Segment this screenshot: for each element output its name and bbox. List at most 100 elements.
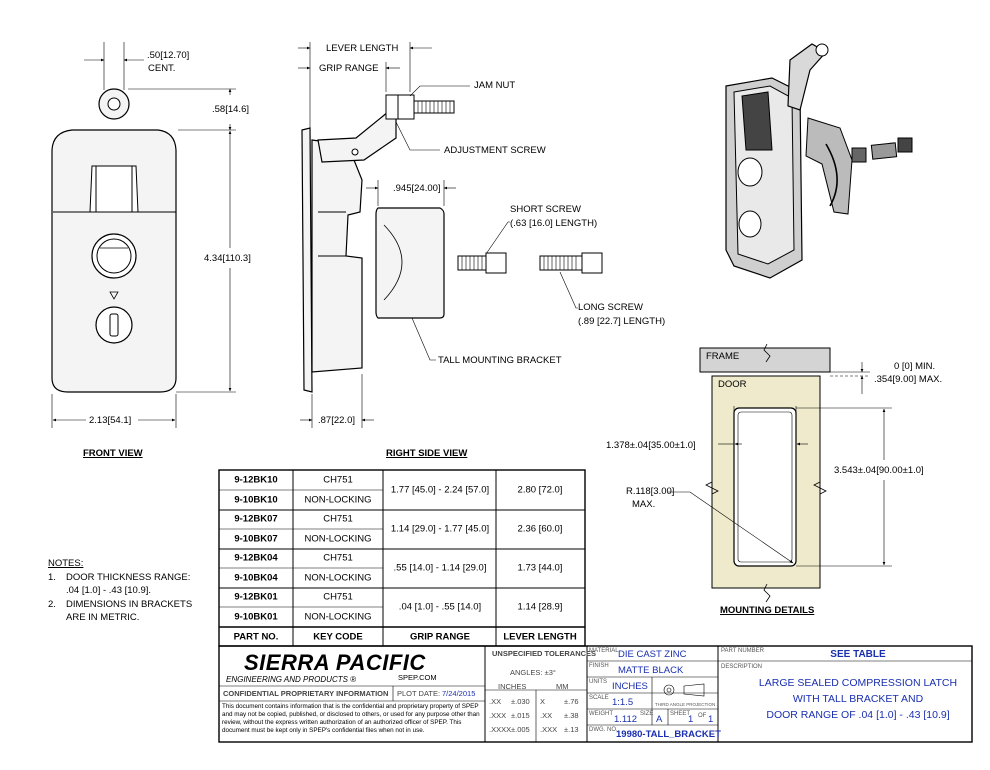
dim-value: 2.13 xyxy=(89,415,108,426)
table-key-cell: CH751 xyxy=(323,474,353,486)
tol-mm-format: X xyxy=(540,697,546,706)
note-2-number: 2. xyxy=(48,599,56,610)
registered-icon: ® xyxy=(350,675,357,684)
tol-mm-format: .XX xyxy=(540,711,553,720)
dim-metric: 110.3 xyxy=(225,253,249,264)
size-label: SIZE xyxy=(640,711,654,717)
note-2-line-2: ARE IN METRIC. xyxy=(66,612,140,623)
dim-metric: 3.00 xyxy=(653,486,672,497)
bracket-close: ] xyxy=(246,104,249,115)
side-depth-dim: .87[22.0] xyxy=(318,416,355,426)
table-header-key: KEY CODE xyxy=(313,631,363,643)
finish-value: MATTE BLACK xyxy=(618,665,684,676)
table-key-cell: CH751 xyxy=(323,513,353,525)
dim-value: .50 xyxy=(147,50,161,61)
table-header-grip: GRIP RANGE xyxy=(409,631,471,643)
dim-metric: 35.00±1.0 xyxy=(650,440,694,451)
tol-in-format: .XXX xyxy=(489,711,507,720)
tolerance-title: UNSPECIFIED TOLERANCES xyxy=(492,649,597,658)
grip-range-label: GRIP RANGE xyxy=(319,63,379,74)
bracket-close: ] xyxy=(693,440,696,451)
company-website: SPEP.COM xyxy=(398,673,437,682)
dim-metric: 12.70 xyxy=(162,50,187,61)
projection-label: THIRD ANGLE PROJECTION xyxy=(655,702,716,707)
table-key-cell: NON-LOCKING xyxy=(304,533,372,545)
front-center-word: CENT. xyxy=(148,63,176,74)
table-key-cell: CH751 xyxy=(323,591,353,603)
dim-metric: 22.0 xyxy=(333,415,353,426)
table-part-cell: 9-12BK10 xyxy=(234,474,278,486)
tol-mm-value: ±.13 xyxy=(564,725,579,734)
dim-metric: 14.6 xyxy=(227,104,247,115)
table-key-cell: NON-LOCKING xyxy=(304,494,372,506)
table-grip-cell: 1.14 [29.0] - 1.77 [45.0] xyxy=(390,523,490,535)
angles-tolerance: ANGLES: ±3° xyxy=(510,668,556,677)
tol-mm-value: ±.76 xyxy=(564,697,579,706)
long-screw-length: (.89 [22.7] LENGTH) xyxy=(578,316,666,327)
corner-radius-dim: R.118[3.00] xyxy=(626,487,674,497)
table-lever-cell: 1.14 [28.9] xyxy=(517,601,563,613)
material-label: MATERIAL xyxy=(589,648,619,654)
front-view-title: FRONT VIEW xyxy=(83,448,143,459)
partnum-value: SEE TABLE xyxy=(830,649,886,660)
short-screw-label: SHORT SCREW xyxy=(510,204,581,215)
plot-date-value: 7/24/2015 xyxy=(442,689,476,698)
bracket-open: [ xyxy=(892,374,896,385)
bracket-open: [ xyxy=(411,183,415,194)
bracket-close: ] xyxy=(437,183,441,194)
scale-label: SCALE xyxy=(589,695,609,701)
table-key-cell: CH751 xyxy=(323,552,353,564)
confidential-disclaimer: This document contains information that … xyxy=(222,703,480,734)
table-key-cell: NON-LOCKING xyxy=(304,572,372,584)
company-subtitle-text: ENGINEERING AND PRODUCTS xyxy=(226,675,348,684)
dim-value: .87 xyxy=(318,415,332,426)
mm-header: MM xyxy=(556,682,569,691)
dim-metric: 9.00 xyxy=(895,374,914,385)
long-screw-label: LONG SCREW xyxy=(578,302,643,313)
description-line-3: DOOR RANGE OF .04 [1.0] - .43 [10.9] xyxy=(766,709,950,721)
dim-metric: 24.00 xyxy=(414,183,438,194)
part-table-grid xyxy=(218,469,586,647)
company-logo: SIERRA PACIFIC xyxy=(244,650,426,675)
inches-header: INCHES xyxy=(498,682,527,691)
table-lever-cell: 2.80 [72.0] xyxy=(517,484,563,496)
dwg-number: 19980-TALL_BRACKET xyxy=(616,729,721,740)
front-view-drawing xyxy=(51,42,236,428)
note-1-line-1: DOOR THICKNESS RANGE: xyxy=(66,572,191,583)
short-screw-length: (.63 [16.0] LENGTH) xyxy=(510,218,598,229)
table-part-cell: 9-10BK07 xyxy=(234,533,278,545)
side-view-title: RIGHT SIDE VIEW xyxy=(386,448,468,459)
units-value: INCHES xyxy=(612,681,648,692)
dim-value: .945 xyxy=(393,183,412,194)
bracket-close: ] xyxy=(921,465,924,476)
table-grip-cell: .04 [1.0] - .55 [14.0] xyxy=(398,601,482,613)
corner-radius-max: MAX. xyxy=(632,499,656,510)
mounting-details-title: MOUNTING DETAILS xyxy=(720,605,815,616)
table-grip-cell: .55 [14.0] - 1.14 [29.0] xyxy=(393,562,487,574)
bracket-close: ] xyxy=(128,415,132,426)
table-header-lever: LEVER LENGTH xyxy=(503,631,577,643)
dim-value: R.118 xyxy=(626,486,651,497)
bracket-close: ] xyxy=(186,50,190,61)
bracket-open: [ xyxy=(160,50,163,61)
description-label: DESCRIPTION xyxy=(721,664,763,670)
dim-value: 3.543±.04 xyxy=(834,465,877,476)
bracket-open: [ xyxy=(222,253,226,264)
scale-value: 1:1.5 xyxy=(612,697,634,708)
confidential-label: CONFIDENTIAL PROPRIETARY INFORMATION xyxy=(223,689,389,698)
table-lever-cell: 1.73 [44.0] xyxy=(517,562,563,574)
table-part-cell: 9-12BK01 xyxy=(234,591,278,603)
max-gap-dim: .354[9.00] MAX. xyxy=(874,375,942,385)
isometric-latch-picture xyxy=(725,43,913,279)
door-label: DOOR xyxy=(718,379,747,390)
bracket-open: [ xyxy=(331,415,334,426)
dim-value: 1.378±.04 xyxy=(606,440,649,451)
front-center-dim: .50[12.70] xyxy=(147,51,189,61)
size-value: A xyxy=(656,714,663,725)
tol-in-value: ±.030 xyxy=(511,697,530,706)
bracket-open: [ xyxy=(107,415,111,426)
bracket-open: [ xyxy=(650,486,654,497)
min-gap-dim: 0 [0] MIN. xyxy=(894,361,936,372)
